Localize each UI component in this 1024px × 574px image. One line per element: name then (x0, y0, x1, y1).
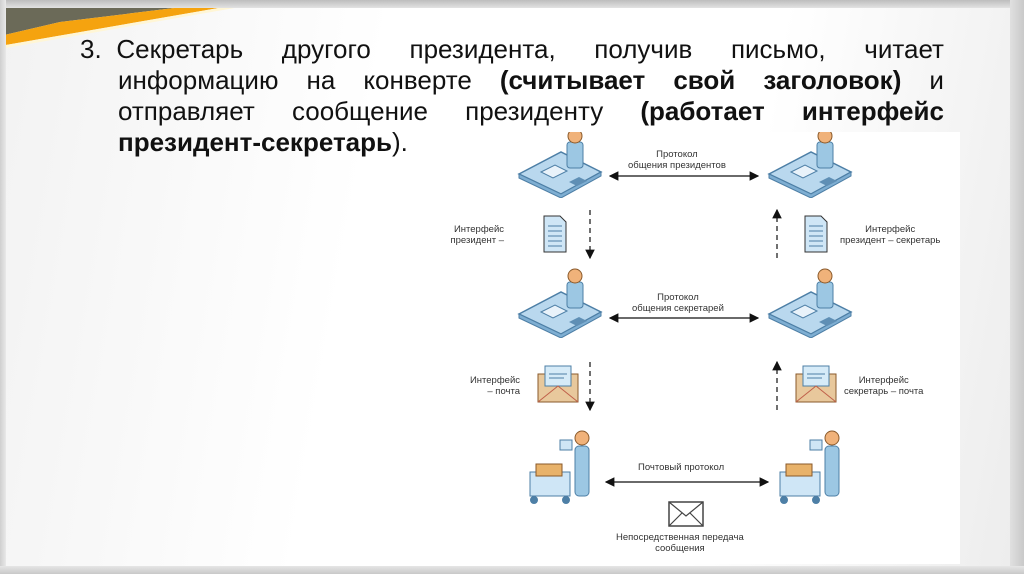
direct-transfer-label: Непосредственная передача сообщения (616, 532, 744, 554)
label-line: сообщения (655, 543, 705, 554)
text-line: информацию на конверте (считывает свой заголо… (80, 65, 944, 96)
envelope-open-icon-right (795, 365, 837, 403)
secretary-right (768, 268, 852, 338)
text-word: интерфейс (801, 96, 944, 126)
secretary-protocol-label: Протокол общения секретарей (632, 292, 724, 314)
text-word: получив (594, 34, 693, 64)
interface-secretary-mail-right-label: Интерфейс секретарь – почта (844, 375, 923, 397)
text-word: письмо, (730, 34, 826, 64)
text-word: свой (673, 65, 736, 95)
label-line: Интерфейс (865, 224, 916, 235)
president-left (518, 128, 602, 198)
text-word: (считывает (499, 65, 646, 95)
secretary-left (518, 268, 602, 338)
frame-bottom (0, 566, 1024, 574)
text-word: президент-секретарь (118, 127, 393, 157)
text-word: Секретарь (116, 34, 244, 64)
text-word: читает (864, 34, 944, 64)
envelope-open-icon-left (537, 365, 579, 403)
label-line: – почта (487, 386, 520, 397)
header-banner (0, 0, 310, 49)
envelope-closed-icon (668, 501, 704, 527)
label-line: Интерфейс (453, 224, 504, 235)
frame-left (0, 0, 6, 574)
label-line: Протокол (656, 149, 698, 160)
text-word: сообщение (291, 96, 428, 126)
text-word: на (306, 65, 336, 95)
label-line: Непосредственная передача (616, 532, 744, 543)
text-word: отправляет (118, 96, 255, 126)
slide-body-text: 3. Секретарь другого президента, получив пись… (80, 34, 944, 158)
label-line: общения президентов (628, 160, 726, 171)
mail-carrier-right (779, 430, 840, 504)
text-word: президента, (409, 34, 556, 64)
president-right (768, 128, 852, 198)
item-number: 3. (80, 34, 102, 64)
label-line: президент – секретарь (840, 235, 941, 246)
text-line: 3. Секретарь другого президента, получив пись… (80, 34, 944, 65)
text-word: заголовок) (763, 65, 902, 95)
document-icon-right (804, 215, 828, 253)
label-line: секретарь – почта (844, 386, 924, 397)
text-word: другого (281, 34, 371, 64)
president-protocol-label: Протокол общения президентов (628, 149, 726, 171)
diagram-graphics (518, 128, 852, 527)
text-word: ). (392, 127, 408, 157)
text-word: и (929, 65, 944, 95)
interface-president-secretary-right-label: Интерфейс президент – секретарь (840, 224, 940, 246)
text-line: президент-секретарь). (80, 127, 944, 158)
interface-president-secretary-left-label: Интерфейс президент – (420, 224, 504, 246)
postal-protocol-label: Почтовый протокол (638, 462, 725, 473)
document-icon-left (543, 215, 567, 253)
text-line: отправляет сообщение президенту (работает ин… (80, 96, 944, 127)
label-line: президент – (450, 235, 504, 246)
label-line: Интерфейс (469, 375, 520, 386)
mail-carrier-left (529, 430, 590, 504)
label-line: Протокол (657, 292, 699, 303)
text-word: конверте (363, 65, 472, 95)
interface-secretary-mail-left-label: Интерфейс – почта (420, 375, 520, 397)
text-word: информацию (118, 65, 279, 95)
frame-right (1010, 0, 1024, 574)
text-word: президенту (465, 96, 604, 126)
label-line: Интерфейс (858, 375, 909, 386)
protocol-diagram: Протокол общения президентов Протокол об… (420, 128, 960, 564)
label-line: общения секретарей (632, 303, 724, 314)
text-word: (работает (640, 96, 765, 126)
frame-top (0, 0, 1024, 8)
